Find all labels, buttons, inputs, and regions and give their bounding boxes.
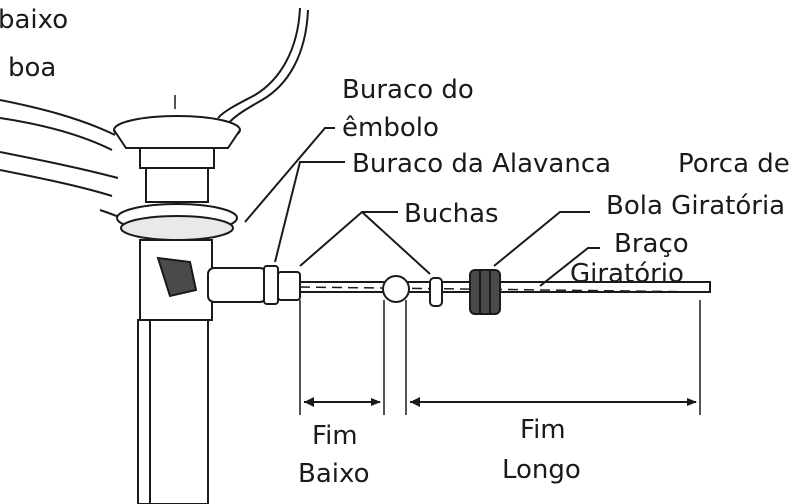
label-fim-longo-2: Longo xyxy=(502,455,581,485)
bushing xyxy=(429,277,443,307)
plunger-hole-nut xyxy=(263,265,279,305)
leader-porca xyxy=(493,211,590,267)
label-bola-giratoria: Bola Giratória xyxy=(606,191,785,221)
pivot-assembly xyxy=(263,265,711,315)
lever-hole-nut xyxy=(277,271,301,301)
leader-buchas-2 xyxy=(361,211,431,275)
leader-buraco-alavanca xyxy=(274,161,345,263)
dimension-lines xyxy=(299,300,701,415)
label-buraco-do: Buraco do xyxy=(342,75,474,105)
lift-rod-cables xyxy=(0,7,309,223)
label-buraco-alavanca: Buraco da Alavanca xyxy=(352,149,611,179)
label-fim-longo-1: Fim xyxy=(520,415,566,445)
label-top-left-line1: baixo xyxy=(0,5,68,35)
label-embolo: êmbolo xyxy=(342,113,439,143)
leader-lines xyxy=(244,127,600,287)
label-giratorio: Giratório xyxy=(570,259,684,289)
leader-buchas-1 xyxy=(299,211,398,267)
labels: baixo boa Buraco do êmbolo Buraco da Ala… xyxy=(0,5,790,489)
label-top-left-line2: boa xyxy=(8,53,56,83)
label-fim-baixo-1: Fim xyxy=(312,421,358,451)
swivel-ball-nut xyxy=(469,269,501,315)
label-buchas: Buchas xyxy=(404,199,499,229)
drain-body xyxy=(113,115,267,504)
leader-buraco-embolo xyxy=(244,127,335,223)
label-braco: Braço xyxy=(614,229,689,259)
leader-braco xyxy=(539,247,600,287)
label-fim-baixo-2: Baixo xyxy=(298,459,370,489)
pivot-ball xyxy=(382,275,410,303)
label-porca-de: Porca de xyxy=(678,149,790,179)
